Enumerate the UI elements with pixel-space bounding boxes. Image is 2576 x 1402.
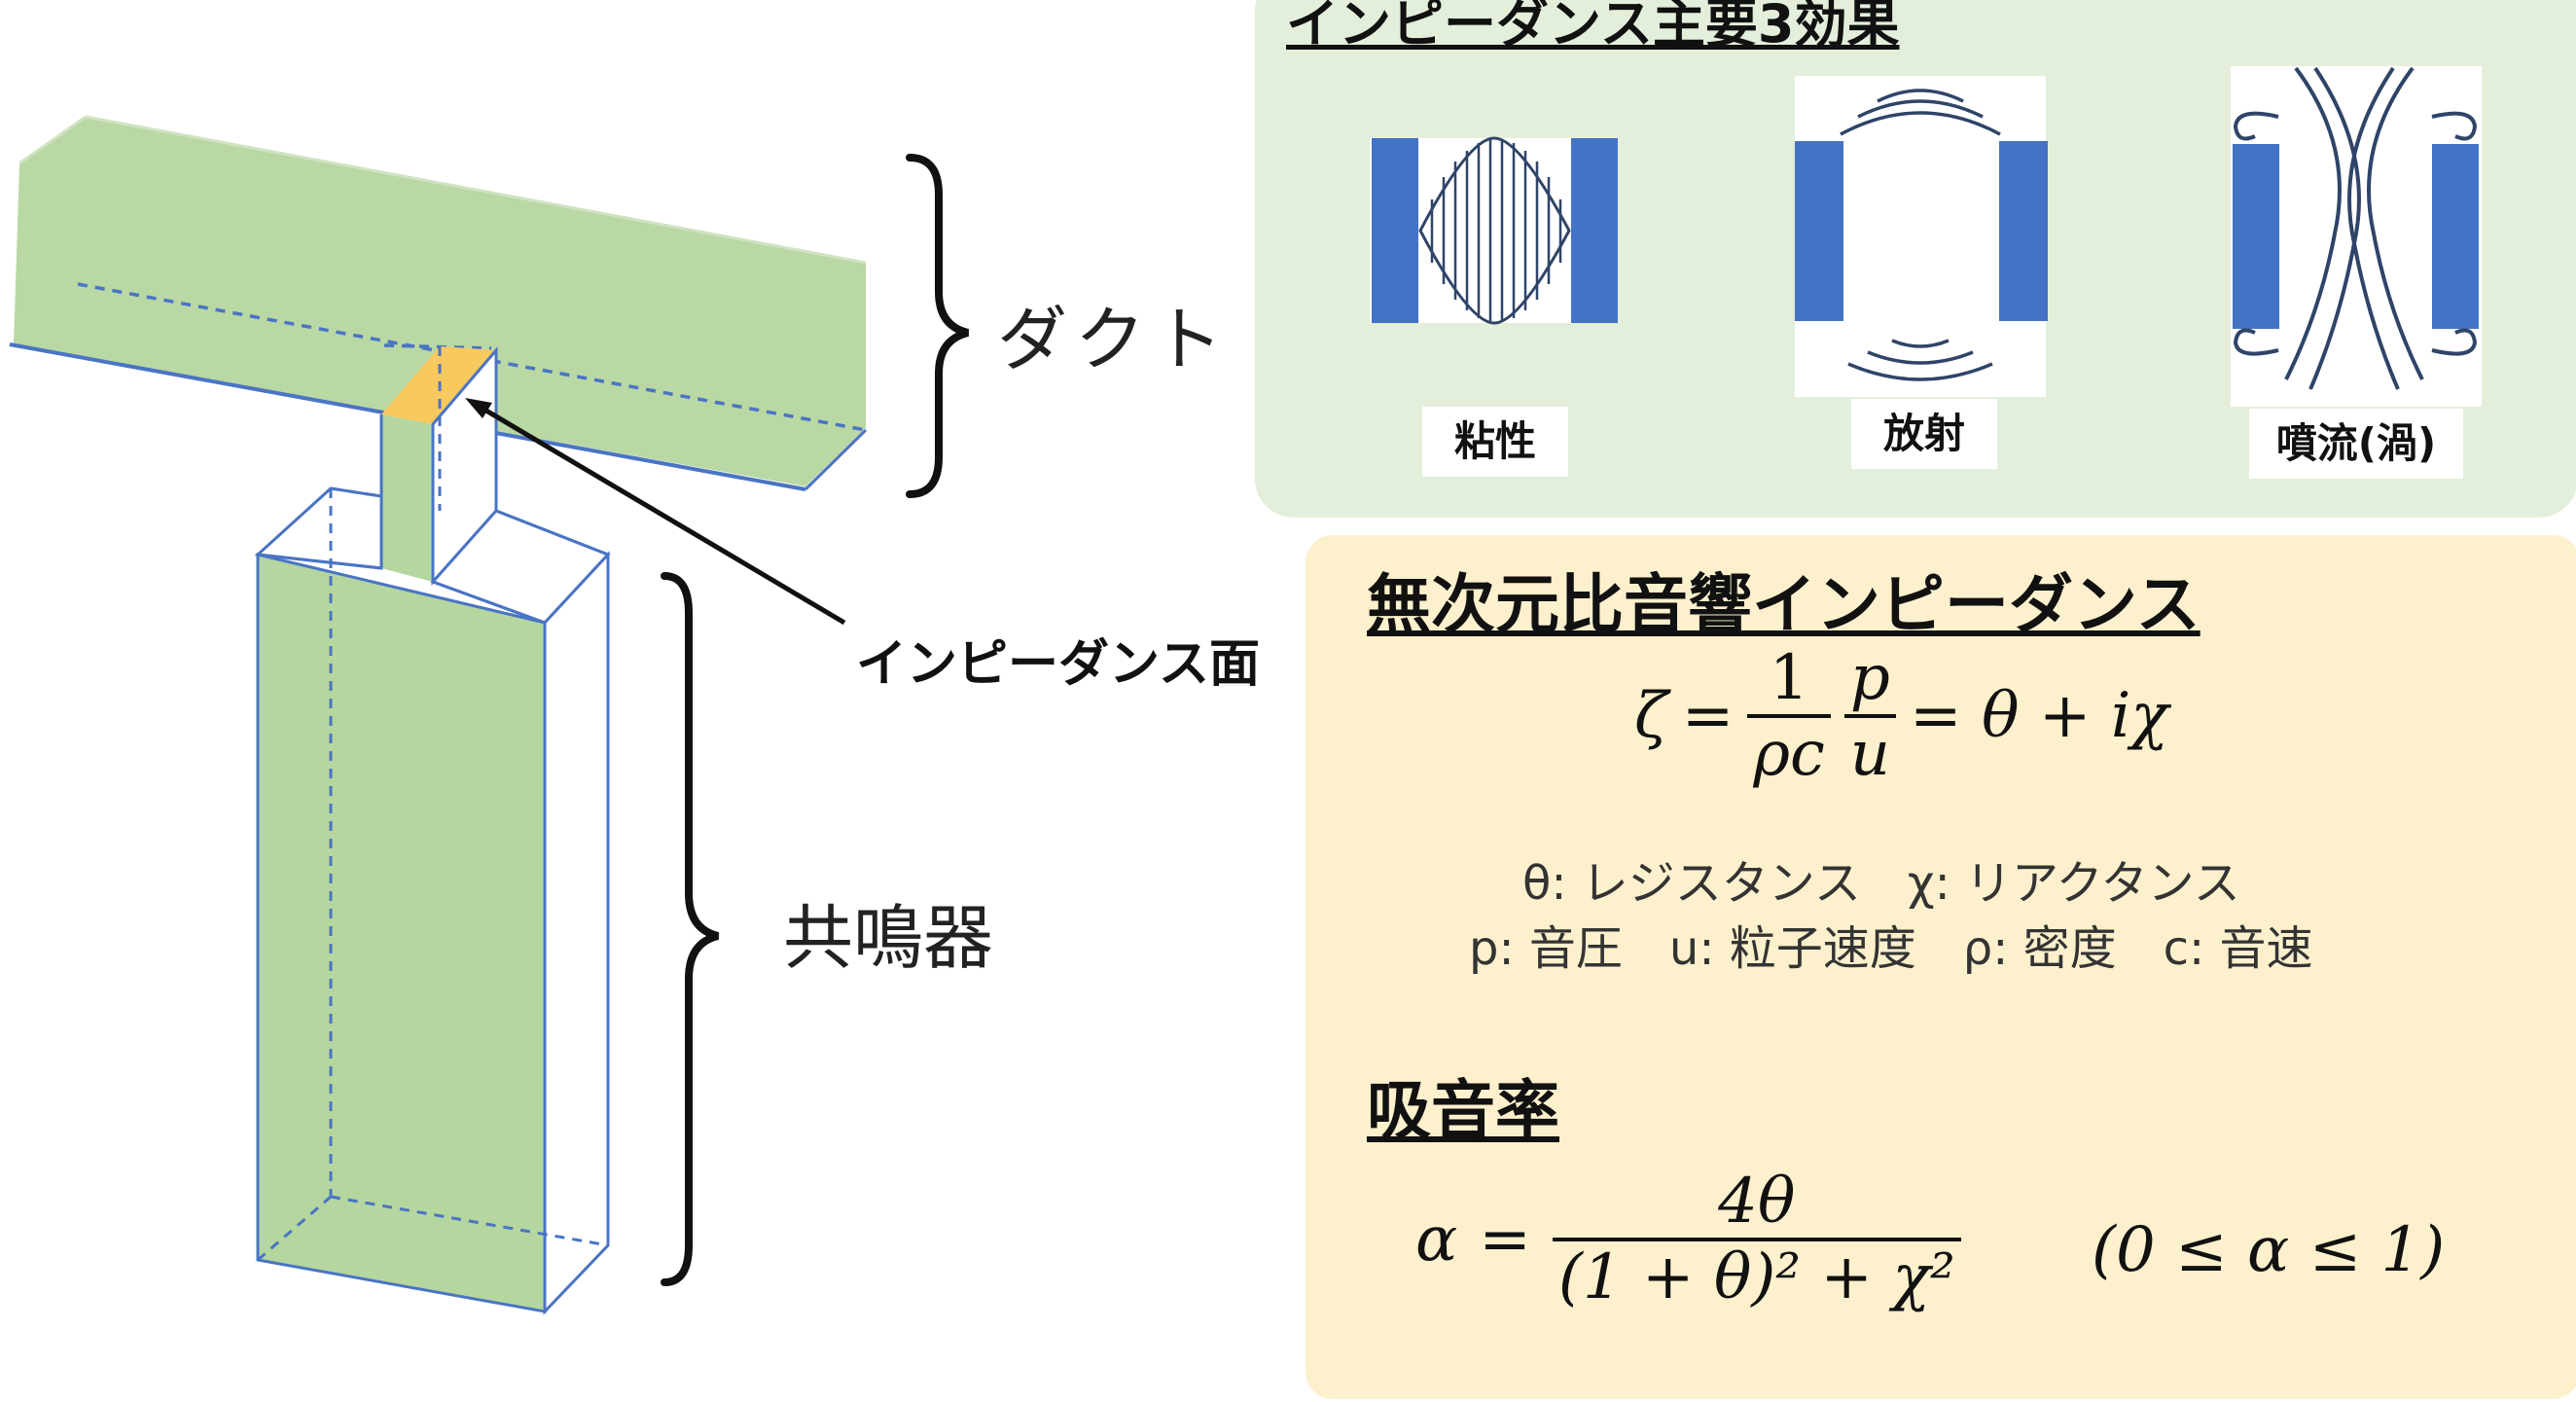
absorption-equation: α = 4θ (1 + θ)² + χ² (1415, 1166, 1961, 1313)
radiation-caption: 放射 (1851, 399, 1997, 469)
absorption-title: 吸音率 (1367, 1073, 1559, 1148)
absorption-fraction: 4θ (1 + θ)² + χ² (1552, 1166, 1961, 1313)
impedance-surface-label: インピーダンス面 (856, 635, 1260, 694)
denominator-rho-c: ρc (1753, 718, 1825, 790)
impedance-pointer-arrow (473, 401, 846, 626)
denominator-u: u (1849, 718, 1890, 790)
absorption-denominator: (1 + θ)² + χ² (1557, 1241, 1955, 1313)
symbol-legend-line2: p: 音圧 u: 粒子速度 ρ: 密度 c: 音速 (1469, 921, 2313, 976)
fraction-p-over-u: p u (1843, 642, 1896, 790)
alpha-range: (0 ≤ α ≤ 1) (2092, 1214, 2446, 1286)
zeta-symbol: ζ (1634, 680, 1668, 752)
numerator-one: 1 (1769, 642, 1809, 714)
effects-illustrations (1370, 66, 2482, 407)
effects-title: インピーダンス主要3効果 (1286, 0, 1900, 54)
impedance-title: 無次元比音響インピーダンス (1367, 567, 2200, 642)
resonator-brace (661, 572, 720, 1286)
equals-sign-2: = (1479, 1204, 1531, 1276)
impedance-equation: ζ = 1 ρc p u = θ + iχ (1634, 642, 2168, 790)
duct-label: ダクト (997, 299, 1232, 380)
formula-panel (1306, 535, 2576, 1399)
resonator-front-face (256, 553, 547, 1313)
duct-back-wall (14, 117, 866, 486)
jet-caption: 噴流(渦) (2249, 409, 2463, 479)
jet-illustration (2231, 66, 2482, 407)
equals-sign: = (1681, 680, 1735, 752)
resonator-body (254, 486, 611, 1315)
resonator-label: 共鳴器 (783, 897, 994, 979)
numerator-p: p (1849, 642, 1890, 714)
viscosity-illustration (1370, 136, 1618, 325)
alpha-symbol: α (1415, 1204, 1458, 1276)
absorption-numerator: 4θ (1718, 1166, 1796, 1238)
duct-brace (906, 154, 970, 498)
impedance-rhs: = θ + iχ (1910, 680, 2169, 752)
viscosity-caption: 粘性 (1422, 407, 1568, 477)
symbol-legend-line1: θ: レジスタンス χ: リアクタンス (1522, 856, 2240, 911)
fraction-one-over-rho-c: 1 ρc (1747, 642, 1831, 790)
radiation-illustration (1795, 76, 2048, 397)
